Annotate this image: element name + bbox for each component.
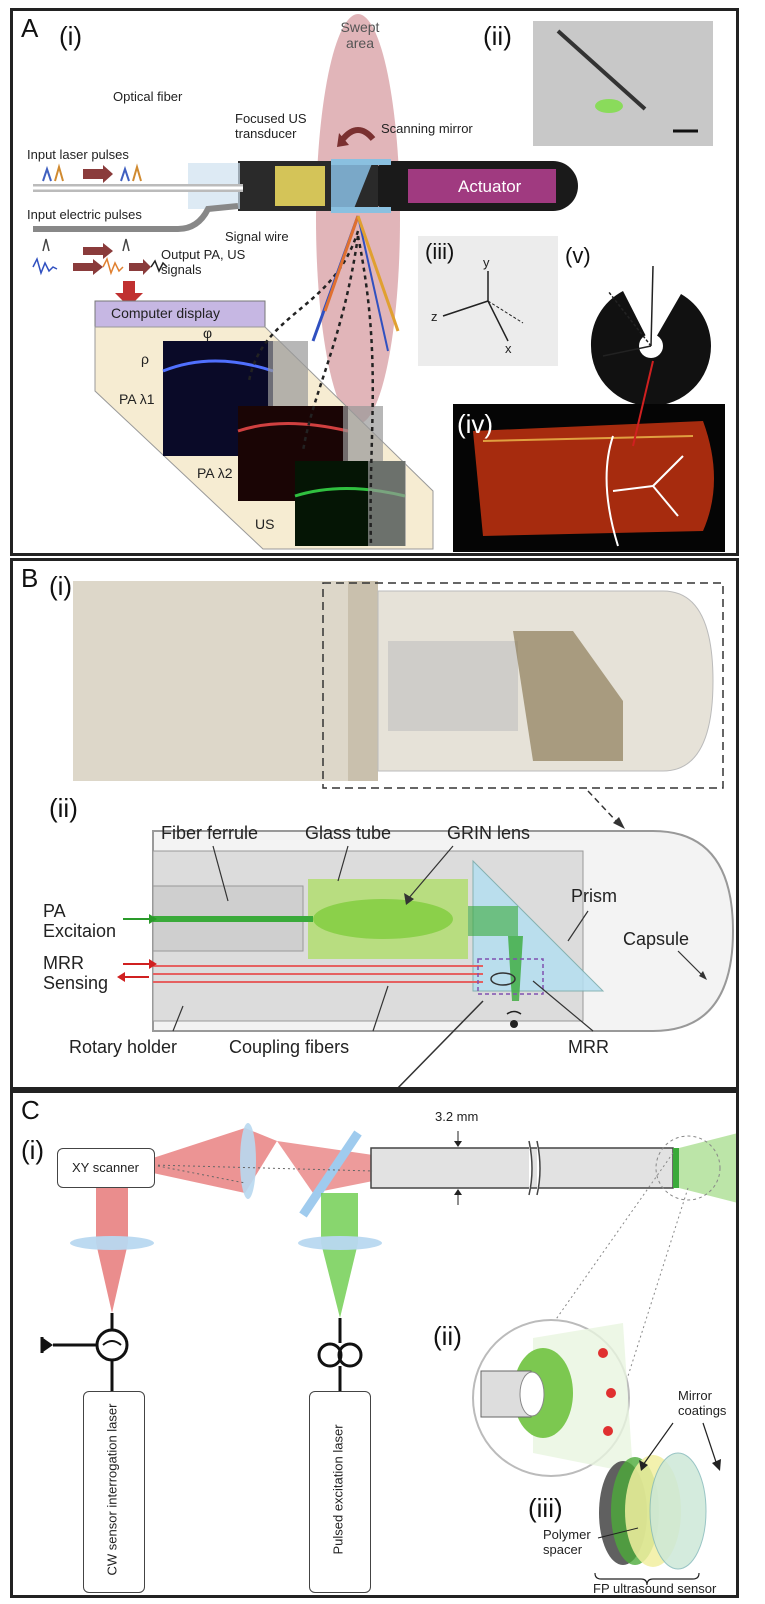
signal-wire-label: Signal wire <box>225 229 289 244</box>
output-signals-label: Output PA, US signals <box>161 247 246 277</box>
mirror-coatings-label: Mirror coatings <box>678 1388 727 1418</box>
pulsed-laser-box: Pulsed excitation laser <box>309 1391 371 1593</box>
fp-sensor-label: FP ultrasound sensor <box>593 1581 717 1596</box>
focused-us-label: Focused US transducer <box>235 111 307 141</box>
diameter-label: 3.2 mm <box>435 1109 479 1124</box>
panel-c-sub-ii: (ii) <box>433 1321 462 1351</box>
panel-a-drawing <box>32 14 725 552</box>
capsule-label: Capsule <box>623 929 690 949</box>
scanning-mirror-shape <box>331 161 373 211</box>
pa-excitation-label: PA Excitaion <box>43 901 117 941</box>
panel-b: B (i) (ii) Fiber ferrule Glass tube GRIN… <box>10 558 739 1090</box>
panel-a-sub-i: (i) <box>59 21 83 51</box>
panel-b-drawing <box>73 581 735 1087</box>
us-transducer-block <box>275 166 325 206</box>
panel-a-sub-iv: (iv) <box>457 409 494 439</box>
polymer-spacer-label: Polymer spacer <box>543 1527 591 1557</box>
pulsed-laser-label: Pulsed excitation laser <box>330 1424 346 1555</box>
fiber-ferrule-label: Fiber ferrule <box>161 823 259 843</box>
panel-b-sub-i: (i) <box>49 571 73 601</box>
panel-c-sub-i: (i) <box>21 1135 45 1165</box>
xy-scanner-label: XY scanner <box>72 1160 139 1175</box>
glass-tube-label: Glass tube <box>305 823 392 843</box>
fiber-bundle <box>370 1147 674 1189</box>
panel-c-drawing <box>40 1123 736 1586</box>
input-electric-label: Input electric pulses <box>27 207 142 222</box>
panel-b-sub-ii: (ii) <box>49 793 78 823</box>
computer-display-label: Computer display <box>111 305 220 321</box>
rho-label: ρ <box>141 351 149 367</box>
swept-area-label: Swept area <box>340 19 380 51</box>
xy-scanner-box: XY scanner <box>57 1148 155 1188</box>
cw-laser-label: CW sensor interrogation laser <box>104 1403 120 1576</box>
actuator-block <box>408 169 556 203</box>
scanning-mirror-label: Scanning mirror <box>381 121 473 136</box>
cw-laser-box: CW sensor interrogation laser <box>83 1391 145 1593</box>
panel-c-sub-iii: (iii) <box>528 1493 563 1523</box>
fiber-photo <box>533 21 713 146</box>
panel-c: C (i) (ii) (iii) XY scanner 3.2 mm CW se… <box>10 1090 739 1598</box>
panel-a-sub-iii: (iii) <box>425 239 455 264</box>
rotary-holder-label: Rotary holder <box>69 1037 178 1057</box>
phi-label: φ <box>203 325 213 341</box>
probe-photo <box>73 581 353 781</box>
prism-label: Prism <box>571 886 617 906</box>
optical-fiber-label: Optical fiber <box>113 89 183 104</box>
axis-y-label: y <box>483 255 490 270</box>
coupling-fibers-label: Coupling fibers <box>229 1037 350 1057</box>
panel-b-letter: B <box>21 563 39 593</box>
mrr-label: MRR <box>568 1037 609 1057</box>
pa2-label: PA λ2 <box>197 465 233 481</box>
panel-a-sub-ii: (ii) <box>483 21 512 51</box>
actuator-label: Actuator <box>458 177 522 196</box>
axis-x-label: x <box>505 341 512 356</box>
mrr-sensing-label: MRR Sensing <box>43 953 109 993</box>
panel-a: A (i) (ii) (iii) (iv) (v) Swept area Opt… <box>10 8 739 556</box>
panel-c-letter: C <box>21 1095 40 1125</box>
panel-a-letter: A <box>21 13 39 43</box>
grin-lens-label: GRIN lens <box>447 823 531 843</box>
panel-a-sub-v: (v) <box>565 243 591 268</box>
axis-z-label: z <box>431 309 438 324</box>
input-laser-label: Input laser pulses <box>27 147 129 162</box>
us-label: US <box>255 516 275 532</box>
pa1-label: PA λ1 <box>119 391 155 407</box>
